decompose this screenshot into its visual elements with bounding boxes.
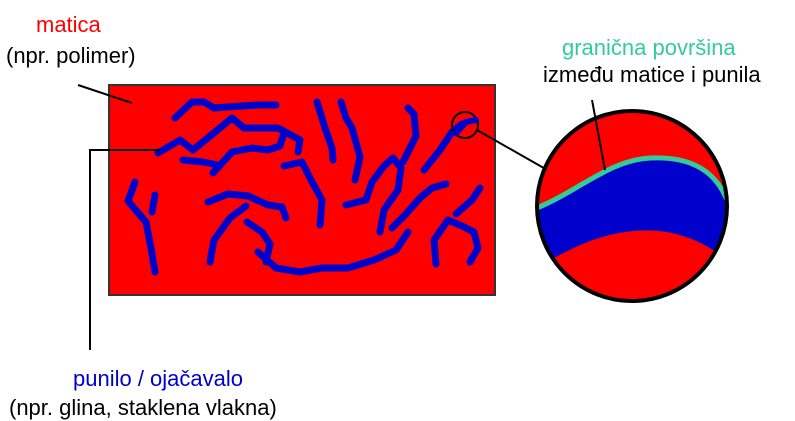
magnified-view [530, 105, 735, 310]
filler-example: (npr. glina, staklena vlakna) [9, 396, 277, 420]
fiber [152, 195, 155, 212]
interface-desc: između matice i punila [543, 63, 761, 87]
matrix-example: (npr. polimer) [6, 44, 136, 68]
filler-title: punilo / ojačavalo [73, 367, 243, 391]
interface-title: granična površina [562, 36, 736, 60]
matrix-title: matica [36, 13, 101, 37]
